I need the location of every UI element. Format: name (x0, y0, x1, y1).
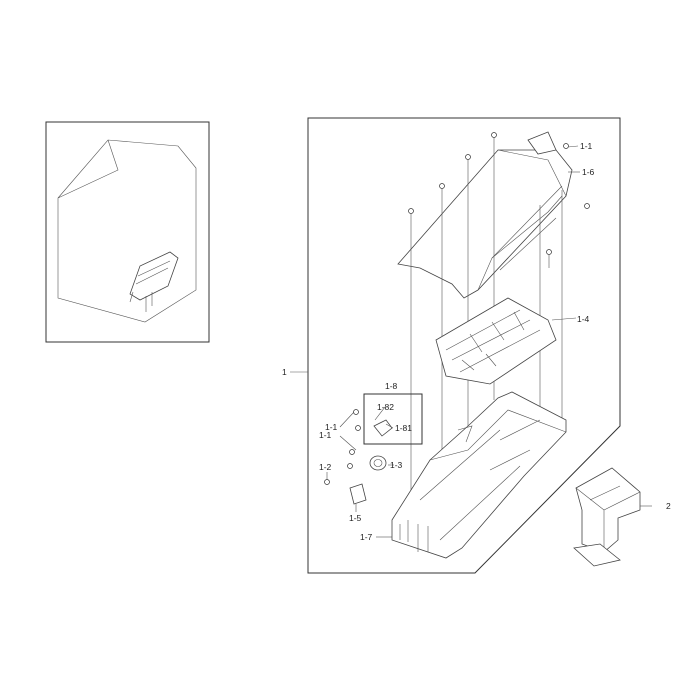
inset-heater-detail (129, 260, 171, 312)
label-thermostat-group: 1-8 (385, 381, 398, 391)
main-frame (307, 117, 621, 574)
sensor-part (324, 479, 367, 505)
label-heater-housing: 1-7 (360, 532, 373, 542)
label-screw-mid: 1-1 (325, 422, 338, 432)
label-screw-small: 1-2 (319, 462, 332, 472)
label-duct-cover: 1-6 (582, 167, 595, 177)
label-thermal-fuse: 1-3 (390, 460, 403, 470)
inset-frame (45, 121, 210, 343)
guide-lines (410, 138, 563, 490)
label-thermostat-a: 1-82 (377, 402, 394, 412)
label-assembly: 1 (282, 367, 287, 377)
inset-heater-housing (129, 251, 179, 301)
label-sensor: 1-5 (349, 513, 362, 523)
label-screw-low: 1-1 (319, 430, 332, 440)
thermostat-group-box (363, 393, 423, 445)
dryer-outline (57, 139, 197, 323)
thermal-fuse (347, 449, 387, 471)
top-screws (408, 132, 590, 255)
leader-lines (290, 145, 652, 538)
duct-cover (397, 131, 573, 299)
label-thermostat-b: 1-81 (395, 423, 412, 433)
label-heater-coil: 1-4 (577, 314, 590, 324)
label-screw-top: 1-1 (580, 141, 593, 151)
mounting-bracket (573, 467, 641, 567)
label-bracket: 2 (666, 501, 671, 511)
heater-coil-plate (435, 297, 557, 385)
location-inset (45, 121, 210, 343)
heater-housing (391, 391, 567, 559)
thermostats (353, 409, 393, 437)
